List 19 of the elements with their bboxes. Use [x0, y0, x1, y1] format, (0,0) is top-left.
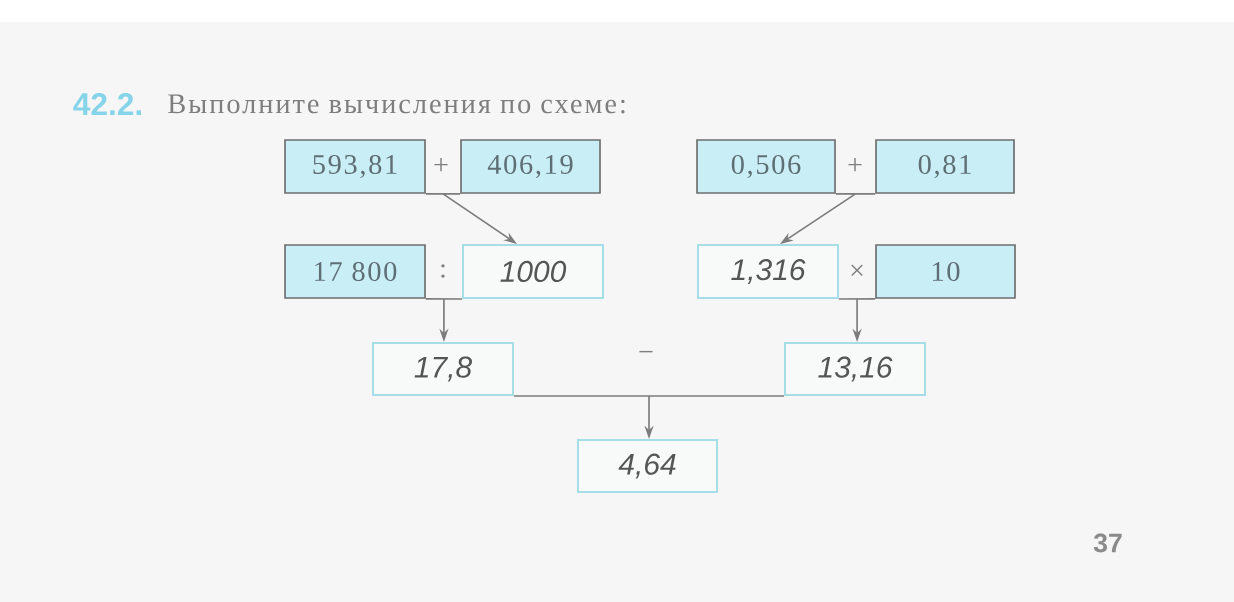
exercise-number: 42.2. — [73, 92, 142, 116]
number-box: 10 — [875, 244, 1016, 299]
page-number: 37 — [1093, 533, 1122, 553]
operator-sign: × — [851, 264, 863, 276]
answer-box: 1,316 — [697, 244, 839, 299]
exercise-title: Выполните вычисления по схеме: — [168, 94, 625, 114]
operator-sign: + — [848, 158, 862, 172]
operator-sign: + — [434, 158, 448, 172]
number-box: 0,81 — [875, 139, 1015, 194]
answer-box: 13,16 — [784, 342, 926, 396]
number-box: 593,81 — [284, 139, 426, 194]
answer-box: 17,8 — [372, 342, 514, 396]
operator-sign: : — [441, 264, 445, 278]
answer-box: 1000 — [462, 244, 604, 299]
answer-box: 4,64 — [577, 439, 718, 493]
operator-sign: − — [639, 350, 653, 353]
number-box: 17 800 — [284, 244, 426, 299]
number-box: 406,19 — [460, 139, 601, 194]
number-box: 0,506 — [696, 139, 836, 194]
